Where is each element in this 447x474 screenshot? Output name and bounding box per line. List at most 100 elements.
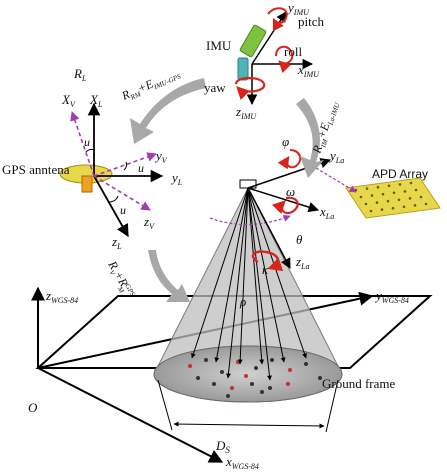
footprint-point (226, 394, 230, 398)
z-wgs-main: z (45, 288, 51, 303)
footprint-point (260, 390, 264, 394)
rho-label: ρ (239, 294, 246, 309)
apd-dot (424, 202, 428, 206)
y-l-label: yL (170, 170, 183, 187)
yaw-rotation-icon (234, 76, 266, 101)
z-imu-sub: IMU (240, 112, 257, 121)
z-la-label: zLa (295, 254, 310, 271)
footprint-point (220, 370, 224, 374)
imu-unit (234, 7, 314, 106)
apd-dot (364, 202, 368, 206)
scanner-head (239, 149, 331, 272)
imu-sensor-cylinder (237, 57, 249, 81)
z-l-sub: L (116, 242, 122, 251)
gps-frames (59, 102, 164, 238)
gps-antenna-mount (81, 175, 93, 193)
apd-dot (391, 206, 395, 210)
apd-dot (380, 208, 384, 211)
arrow-imu-to-laser (296, 98, 324, 178)
apd-dot (414, 188, 418, 192)
x-la-axis (247, 187, 320, 213)
x-wgs-sub: WGS-84 (232, 462, 259, 471)
apd-dot (359, 195, 363, 199)
r-l-label: RL (73, 66, 87, 83)
apd-dot (370, 194, 374, 197)
y-la-main: y (328, 148, 336, 163)
y-v-label: yV (154, 148, 168, 165)
kappa-label: κ (262, 262, 269, 277)
x-imu-main: x (297, 62, 304, 77)
footprint-point (196, 376, 200, 380)
theta-label: θ (296, 232, 303, 247)
z-la-axis (247, 187, 291, 269)
apd-dots (354, 181, 428, 213)
y-v-main: y (154, 148, 162, 163)
omega-label: ω (286, 184, 295, 199)
x-imu-label: xIMU (297, 62, 320, 79)
apd-dot (419, 195, 423, 199)
apd-dot (398, 183, 402, 186)
z-wgs-label: zWGS-84 (45, 288, 78, 305)
y-wgs-sub: WGS-84 (382, 296, 409, 305)
pitch-label: pitch (298, 14, 324, 29)
yaw-label: yaw (204, 80, 226, 95)
imu-sensor-block (239, 24, 267, 58)
r-v-plus: +R (111, 269, 131, 290)
apd-array (315, 167, 441, 219)
x-la-main: x (319, 204, 326, 219)
apd-dot (392, 191, 396, 195)
apd-dot (413, 204, 417, 207)
y-wgs-main: y (374, 288, 382, 303)
kappa-rotation-icon (251, 250, 284, 272)
pitch-rotation-icon (267, 7, 288, 32)
x-v-sub: V (70, 100, 76, 109)
footprint-point (286, 382, 290, 386)
r-im-sub2: La-IMU (326, 101, 341, 127)
x-wgs-axis (37, 367, 224, 463)
y-wgs-label: yWGS-84 (374, 288, 409, 305)
z-v-axis (93, 175, 151, 211)
r-v-sub3: M (115, 285, 126, 296)
origin-label: O (28, 400, 38, 415)
x-v-axis (70, 111, 95, 177)
u-label-2: u (138, 161, 144, 175)
arrow-gps-to-wgs (148, 250, 190, 302)
x-wgs-main: x (225, 454, 232, 469)
apd-dot (369, 209, 373, 213)
u-label-1: u (84, 135, 90, 149)
r-im-plus: +E (314, 121, 332, 141)
roll-label: roll (284, 44, 302, 59)
y-v-sub: V (162, 156, 168, 165)
footprint-points (188, 358, 322, 398)
x-v-main: X (61, 92, 71, 107)
apd-dot (402, 205, 406, 209)
z-v-main: z (143, 214, 149, 229)
z-imu-main: z (235, 104, 241, 119)
z-v-label: zV (143, 214, 155, 231)
footprint-point (188, 364, 192, 368)
footprint-point (304, 362, 308, 366)
apd-dot (381, 192, 385, 196)
footprint-point (230, 386, 234, 390)
ds-label: DS (215, 438, 230, 455)
x-l-main: X (89, 92, 99, 107)
z-l-main: z (111, 234, 117, 249)
x-la-sub: La (325, 212, 334, 221)
footprint-point (204, 358, 208, 362)
footprint-point (250, 382, 254, 386)
x-l-sub: L (97, 100, 103, 109)
y-imu-sub: IMU (293, 8, 310, 17)
ground-frame-label: Ground frame (322, 376, 396, 391)
ds-sub: S (225, 445, 230, 455)
gps-antenna-label: GPS anntena (2, 162, 70, 177)
x-wgs-label: xWGS-84 (225, 454, 259, 471)
r-v-sub1: V (107, 269, 116, 277)
apd-dot (386, 199, 390, 203)
phi-rotation-icon (277, 149, 302, 170)
y-la-sub: La (335, 156, 344, 165)
r-l-main: R (73, 66, 82, 81)
arrow-imu-to-gps (130, 78, 206, 144)
x-l-label: XL (89, 92, 103, 109)
z-la-main: z (295, 254, 301, 269)
